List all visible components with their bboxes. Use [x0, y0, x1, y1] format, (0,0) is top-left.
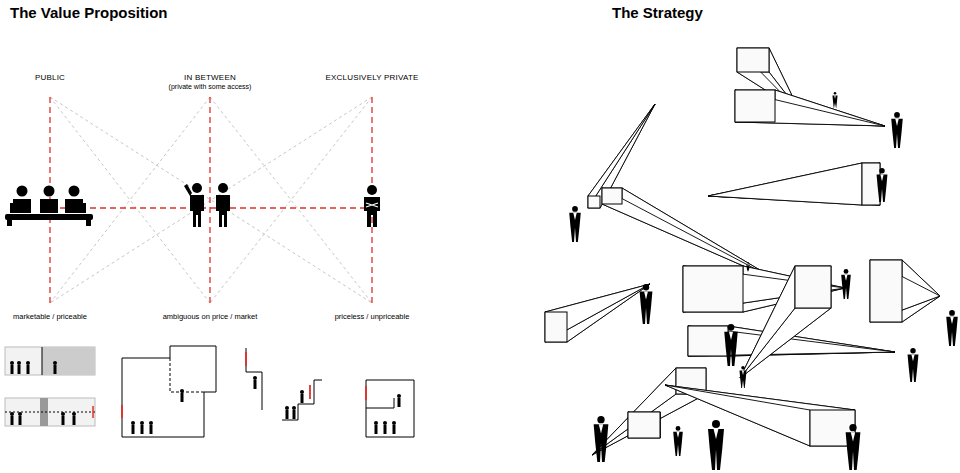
beam-side	[588, 104, 655, 208]
person-silhouette	[877, 174, 888, 202]
person-head	[676, 426, 681, 431]
beam-side	[665, 385, 855, 446]
person-head	[949, 310, 955, 316]
person-head	[643, 284, 649, 290]
private-icon	[364, 185, 380, 227]
person-silhouette	[569, 213, 581, 242]
person-head	[894, 112, 900, 118]
shirt-collar	[880, 174, 883, 181]
beam-side	[588, 104, 655, 208]
shirt-collar	[742, 371, 744, 375]
person-head	[834, 92, 837, 95]
person-head	[712, 420, 720, 428]
person-silhouette	[832, 96, 837, 108]
beam-side	[545, 284, 650, 342]
beam-face	[737, 48, 769, 72]
person-head	[741, 366, 745, 370]
shirt-collar	[677, 432, 680, 438]
person-silhouette	[739, 371, 746, 388]
shirt-collar	[644, 291, 648, 299]
red-axes	[50, 97, 372, 303]
plan-diagrams	[5, 346, 414, 437]
axis-label: marketable / priceable	[11, 313, 89, 322]
person-silhouette	[841, 275, 851, 299]
shirt-collar	[729, 332, 733, 340]
person-silhouette	[594, 424, 609, 462]
beam-side	[708, 163, 880, 205]
plan-people	[10, 361, 401, 434]
shirt-collar	[895, 119, 898, 126]
person-silhouette	[746, 265, 749, 272]
section-title: The Strategy	[612, 4, 703, 21]
shirt-collar	[845, 275, 848, 281]
column-heading: EXCLUSIVELY PRIVATE	[323, 73, 420, 82]
beam-face	[688, 326, 728, 356]
beam-face	[683, 266, 743, 312]
person-head	[747, 262, 749, 264]
section-title: The Value Proposition	[10, 4, 168, 21]
beam-face	[862, 163, 880, 205]
person-silhouette	[673, 432, 683, 456]
person-head	[844, 269, 849, 274]
person-head	[879, 168, 884, 173]
shirt-collar	[834, 96, 836, 99]
beam-side	[592, 368, 706, 455]
beam-side	[628, 412, 660, 438]
beam-face	[545, 312, 567, 342]
beam-side	[740, 266, 831, 378]
person-head	[572, 206, 578, 212]
person-silhouette	[846, 432, 861, 470]
beam-side	[545, 284, 650, 342]
strategy-illustration	[545, 48, 958, 470]
shirt-collar	[851, 432, 855, 441]
beam-face	[628, 412, 660, 438]
person-head	[597, 416, 604, 423]
person-silhouette	[640, 291, 653, 324]
column-heading: IN BETWEEN	[182, 73, 238, 82]
person-silhouette	[891, 119, 903, 148]
column-subheading: (private with some access)	[167, 83, 254, 91]
column-heading: PUBLIC	[33, 73, 67, 82]
beam-side	[683, 266, 845, 312]
public-icon	[5, 186, 93, 227]
beam-side	[592, 368, 706, 455]
beam-face	[588, 196, 600, 208]
shirt-collar	[911, 354, 914, 361]
axis-label: priceless / unpriceable	[333, 313, 412, 322]
beam-side	[870, 260, 940, 322]
person-silhouette	[708, 429, 724, 470]
in-between-icon	[184, 183, 230, 227]
person-silhouette	[946, 317, 958, 346]
shirt-collar	[950, 317, 953, 324]
beam-side	[740, 266, 831, 378]
beam-face	[602, 188, 622, 204]
shirt-collar	[747, 265, 749, 267]
relation-lines	[50, 97, 372, 303]
shirt-collar	[573, 213, 576, 220]
beam-side	[665, 385, 810, 446]
shirt-collar	[714, 429, 719, 439]
beam-side	[708, 163, 862, 205]
beam-face	[870, 260, 902, 322]
shirt-collar	[599, 424, 603, 433]
beam-side	[740, 266, 795, 378]
person-silhouette	[908, 354, 919, 382]
beam-face	[735, 90, 775, 122]
person-head	[849, 424, 856, 431]
person-head	[910, 348, 915, 353]
beam-side	[735, 90, 885, 126]
person-head	[728, 324, 735, 331]
axis-label: ambiguous on price / market	[161, 313, 260, 322]
person-silhouette	[724, 332, 737, 366]
beam-side	[665, 385, 855, 446]
beam-side	[735, 90, 885, 126]
beam-face	[795, 266, 831, 308]
